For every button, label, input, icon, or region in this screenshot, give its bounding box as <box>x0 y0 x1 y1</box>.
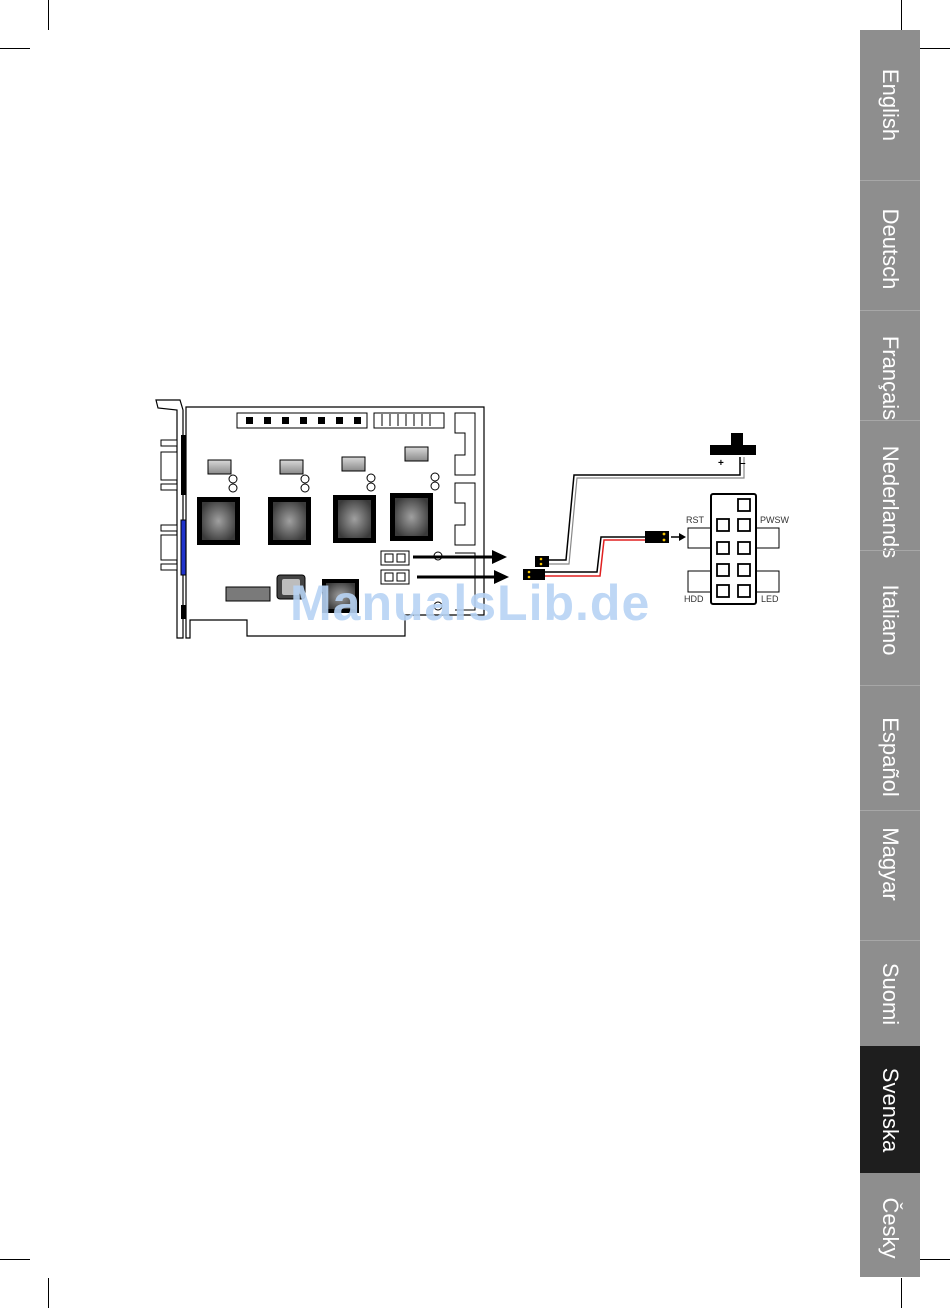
top-header <box>237 413 367 428</box>
tab-francais[interactable]: Français <box>860 310 920 420</box>
top-connector <box>374 413 444 428</box>
tab-nederlands[interactable]: Nederlands <box>860 420 920 550</box>
polarity-plus: + <box>718 458 724 469</box>
tab-deutsch[interactable]: Deutsch <box>860 180 920 310</box>
front-panel-header: RST PWSW HDD LED <box>684 494 790 604</box>
led-plug <box>645 531 686 543</box>
tab-label: English <box>879 69 901 141</box>
watermark: ManualsLib.de <box>290 574 650 632</box>
tab-label: Nederlands <box>879 446 901 559</box>
polarity-minus: – <box>740 458 746 469</box>
pin-label-hdd: HDD <box>684 594 704 604</box>
tab-cesky[interactable]: Česky <box>860 1173 920 1277</box>
tab-label: Svenska <box>879 1068 901 1152</box>
tab-label: Suomi <box>879 963 901 1025</box>
tab-magyar[interactable]: Magyar <box>860 810 920 940</box>
pin-label-led: LED <box>761 594 779 604</box>
pci-bracket <box>156 400 190 638</box>
tab-label: Español <box>879 717 901 797</box>
language-sidebar: English Deutsch Français Nederlands Ital… <box>860 30 920 1277</box>
tab-svenska[interactable]: Svenska <box>860 1046 920 1173</box>
tab-espanol[interactable]: Español <box>860 685 920 810</box>
tab-label: Česky <box>879 1197 901 1258</box>
push-switch: + – <box>710 433 756 469</box>
tab-label: Deutsch <box>879 209 901 290</box>
tab-italiano[interactable]: Italiano <box>860 550 920 685</box>
tab-english[interactable]: English <box>860 30 920 180</box>
tab-label: Magyar <box>879 827 901 900</box>
pin-label-pwsw: PWSW <box>760 515 790 525</box>
led-cable <box>545 537 645 576</box>
tab-label: Italiano <box>879 585 901 656</box>
tab-label: Français <box>879 336 901 420</box>
pin-label-rst: RST <box>686 515 705 525</box>
tab-suomi[interactable]: Suomi <box>860 940 920 1046</box>
